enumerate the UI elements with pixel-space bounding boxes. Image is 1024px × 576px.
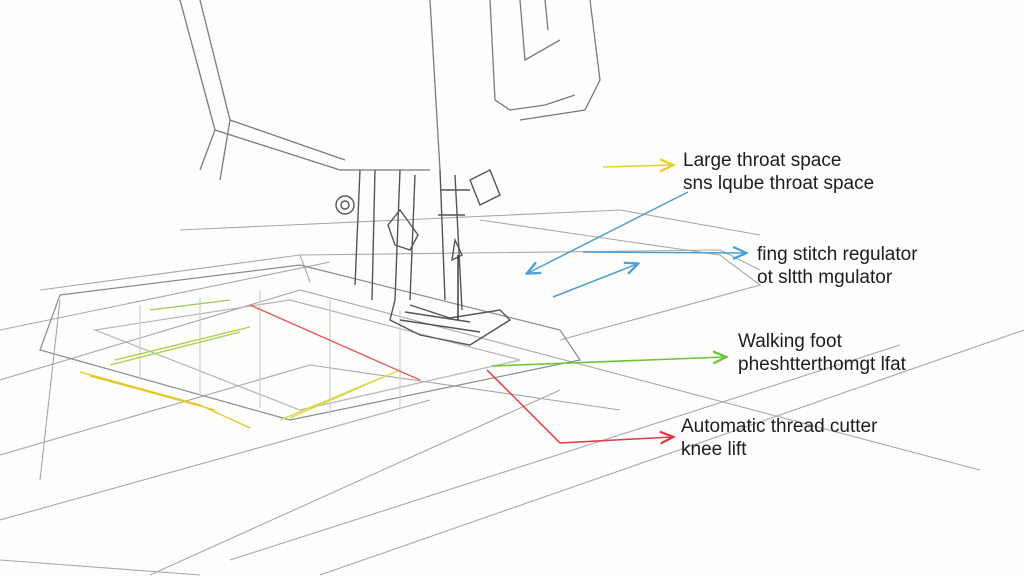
callout-line: knee lift (681, 439, 747, 460)
machine-head (179, 0, 601, 181)
arrow-icon (582, 252, 745, 253)
callout-line: ot sltth mgulator (757, 267, 893, 288)
callout-stitch-regulator: fing stitch regulator ot sltth mgulator (757, 243, 918, 289)
callout-thread-cutter-knee-lift: Automatic thread cutter knee lift (681, 415, 877, 461)
callout-line: sns lqube throat space (683, 173, 875, 194)
callout-line: fing stitch regulator (757, 244, 918, 265)
throat-plate (39, 264, 581, 421)
callout-arrows (486, 165, 745, 443)
sewing-bed (0, 209, 1024, 576)
fabric-stitch-marks (79, 299, 421, 429)
callout-walking-foot: Walking foot pheshtterthomgt lfat (738, 330, 906, 376)
arrow-icon (552, 264, 637, 298)
arrow-icon (559, 437, 672, 443)
arrow-icon (491, 357, 725, 367)
arrow-icon (528, 191, 689, 273)
callout-line: Automatic thread cutter (681, 416, 878, 437)
arrow-icon (602, 165, 672, 167)
needle-assembly (335, 169, 512, 346)
callout-line: Walking foot (738, 331, 842, 352)
callout-large-throat-space: Large throat space sns lqube throat spac… (683, 149, 874, 195)
callout-line: pheshtterthomgt lfat (738, 354, 906, 375)
callout-line: Large throat space (683, 150, 842, 171)
